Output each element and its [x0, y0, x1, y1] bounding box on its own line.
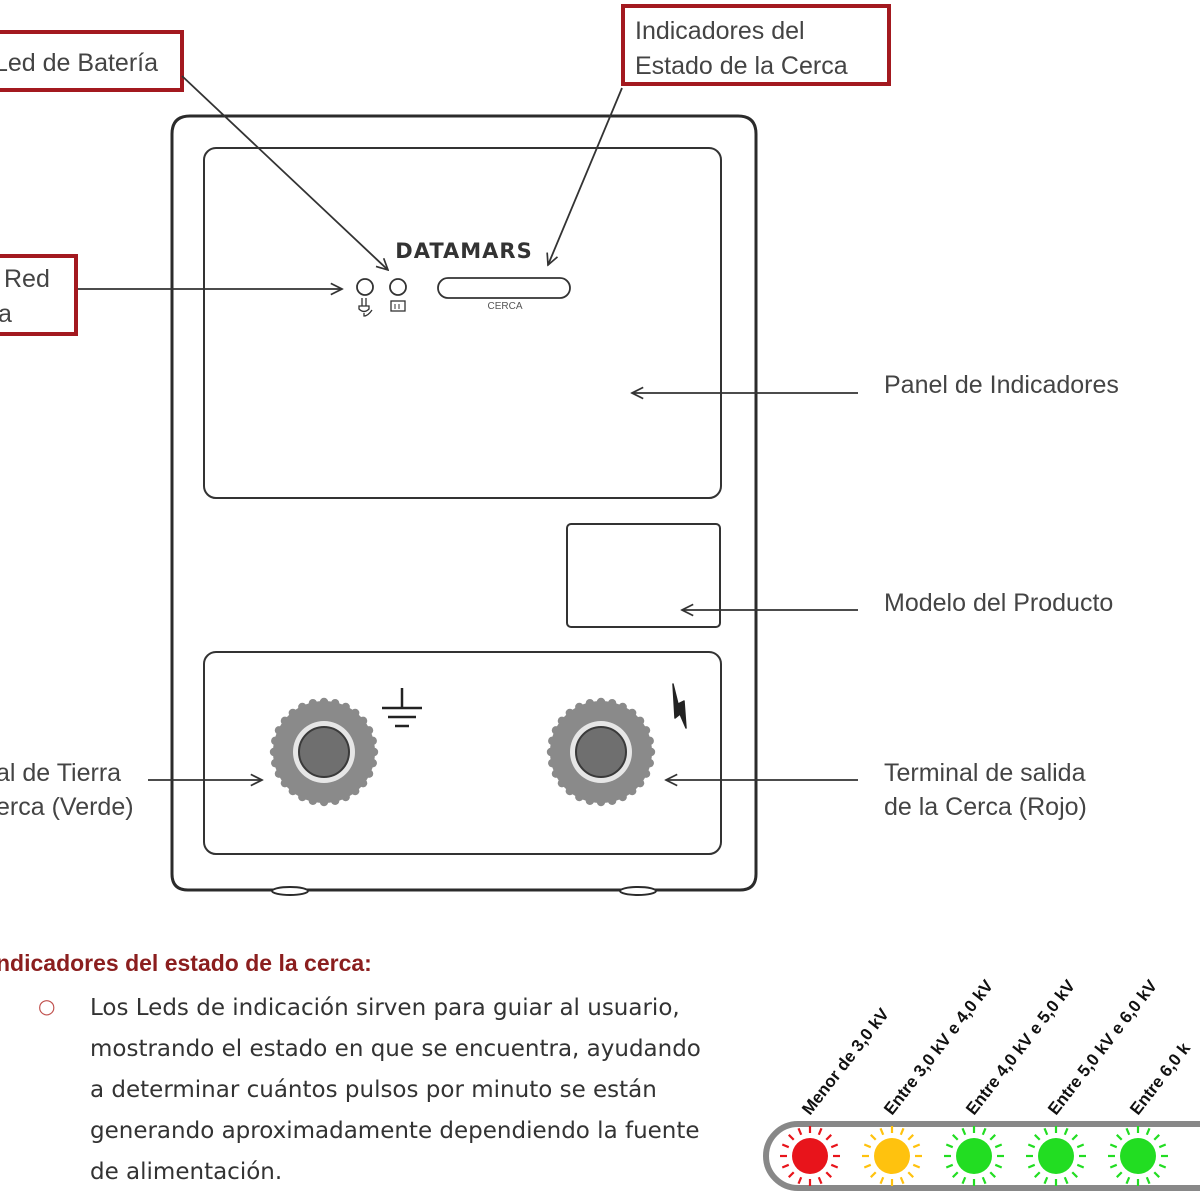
- arrow-battery-led: [181, 75, 388, 270]
- indicator-panel: [203, 147, 722, 499]
- brand-logo: DATAMARS: [395, 239, 532, 263]
- led-scale-label: Menor de 3,0 kV: [798, 1004, 893, 1118]
- label-product-model: Modelo del Producto: [884, 589, 1113, 617]
- description-line: de alimentación.: [90, 1159, 283, 1185]
- status-led: [1026, 1126, 1086, 1186]
- svg-text:Estado de la Cerca: Estado de la Cerca: [635, 52, 848, 80]
- product-model-box: [566, 523, 721, 628]
- status-led: [944, 1126, 1004, 1186]
- svg-text:Indicadores del: Indicadores del: [635, 17, 805, 45]
- arrow-fence-status: [548, 87, 623, 265]
- status-led: [1108, 1126, 1168, 1186]
- status-led: [780, 1126, 840, 1186]
- description-paragraph: Los Leds de indicación sirven para guiar…: [90, 988, 750, 1193]
- label-output-terminal-2: de la Cerca (Rojo): [884, 793, 1087, 821]
- fence-led-label: CERCA: [487, 301, 522, 312]
- lightning-bolt-icon: [672, 683, 687, 729]
- label-indicator-panel: Panel de Indicadores: [884, 371, 1119, 399]
- bullet-icon: ○: [38, 994, 56, 1018]
- svg-text:Led de Batería: Led de Batería: [0, 49, 158, 77]
- power-led: [356, 278, 374, 296]
- fence-status-led-bar: [437, 277, 571, 299]
- ground-symbol-icon: [382, 688, 422, 728]
- label-output-terminal-1: Terminal de salida: [884, 759, 1086, 787]
- section-title: ndicadores del estado de la cerca:: [0, 950, 372, 976]
- description-line: a determinar cuántos pulsos por minuto s…: [90, 1077, 657, 1103]
- label-ground-terminal-2: erca (Verde): [0, 793, 134, 821]
- led-scale-strip: [763, 1121, 1200, 1191]
- ground-terminal-knob: [269, 697, 379, 807]
- plug-icon: [358, 298, 373, 317]
- label-ground-terminal-1: al de Tierra: [0, 759, 121, 787]
- output-terminal-knob: [546, 697, 656, 807]
- callout-battery-led: Led de Batería: [0, 30, 184, 92]
- callout-power-led: Red a: [0, 254, 78, 336]
- description-line: generando aproximadamente dependiendo la…: [90, 1118, 700, 1144]
- description-line: mostrando el estado en que se encuentra,…: [90, 1036, 701, 1062]
- battery-icon: [390, 300, 406, 312]
- led-scale-label: Entre 6,0 k: [1126, 1039, 1194, 1119]
- svg-text:a: a: [0, 300, 12, 328]
- callout-fence-status: Indicadores del Estado de la Cerca: [621, 4, 891, 86]
- status-led: [862, 1126, 922, 1186]
- battery-led: [389, 278, 407, 296]
- description-line: Los Leds de indicación sirven para guiar…: [90, 995, 680, 1021]
- svg-text:Red: Red: [4, 265, 50, 293]
